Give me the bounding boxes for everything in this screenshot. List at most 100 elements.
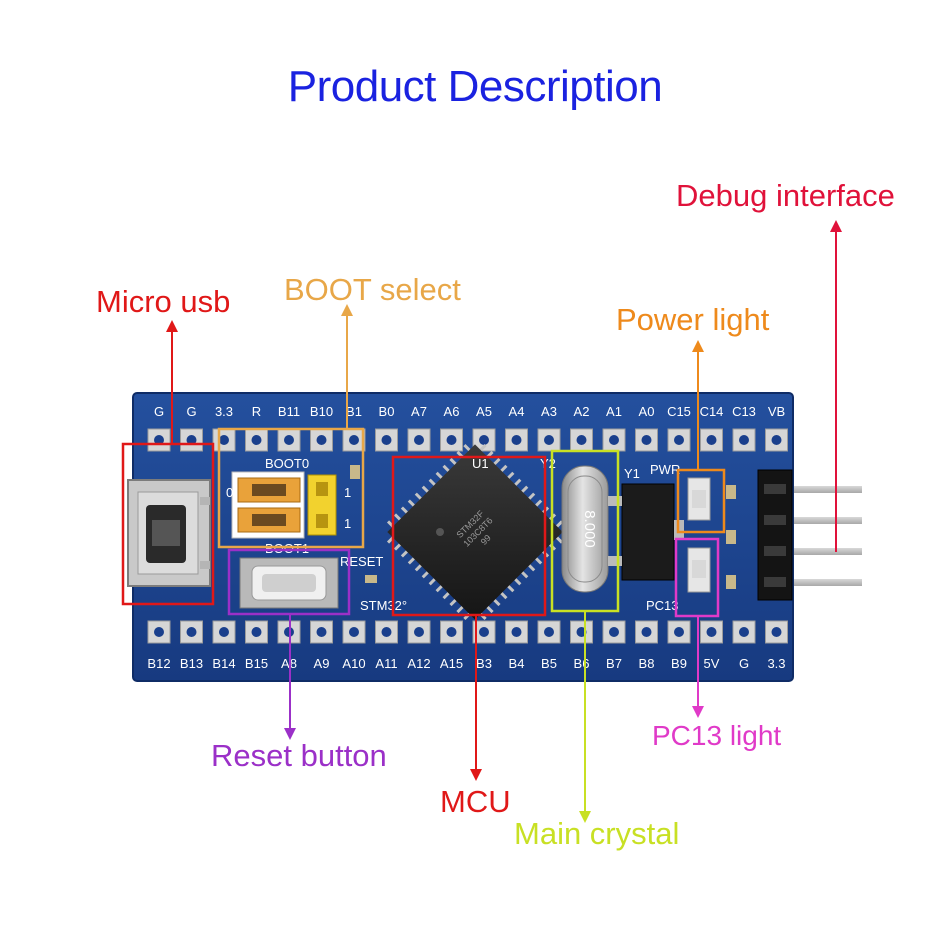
top-pin-label: A7	[411, 404, 427, 419]
silk-jumper-0: 0	[226, 485, 233, 500]
pin-hole	[381, 435, 392, 445]
callout-reset-button: Reset button	[211, 738, 387, 773]
pin-hole	[186, 627, 197, 637]
top-pin-label: G	[186, 404, 196, 419]
top-pin-label: A4	[509, 404, 525, 419]
chip-lead	[407, 499, 416, 508]
chip-lead	[456, 605, 465, 614]
bottom-pin-label: B3	[476, 656, 492, 671]
chip-lead	[435, 584, 444, 593]
bottom-pin-label: B14	[212, 656, 235, 671]
bottom-pin-label: B8	[639, 656, 655, 671]
pin-hole	[446, 435, 457, 445]
chip-lead	[400, 506, 409, 515]
passive-components	[350, 465, 736, 589]
top-pin-label: A0	[639, 404, 655, 419]
pin-hole	[219, 435, 229, 445]
pin-hole	[186, 435, 197, 445]
pin-hole	[739, 435, 749, 445]
power-led	[687, 477, 711, 521]
chip-lead	[414, 492, 423, 501]
pin-hole	[316, 435, 327, 445]
pin-hole	[641, 627, 652, 637]
bottom-pin-label: A11	[375, 656, 397, 671]
bottom-pin-label: A15	[440, 656, 463, 671]
top-pin-label: B1	[346, 404, 362, 419]
top-pin-label: B10	[310, 404, 333, 419]
chip-lead	[393, 513, 402, 522]
callout-micro-usb: Micro usb	[96, 284, 231, 319]
bottom-pin-label: B13	[180, 656, 203, 671]
pin-hole	[674, 627, 684, 637]
pin-hole	[219, 627, 229, 637]
silk-pwr: PWR	[650, 462, 680, 477]
chip-lead	[478, 443, 487, 452]
pin-hole	[479, 627, 489, 637]
page-title: Product Description	[287, 62, 663, 111]
chip-lead	[499, 464, 508, 473]
silk-jumper-1a: 1	[344, 485, 351, 500]
top-pin-label: B11	[278, 404, 300, 419]
silk-y1: Y1	[624, 466, 640, 481]
chip-lead	[414, 563, 423, 572]
bottom-pin-label: B9	[671, 656, 687, 671]
pin-hole	[446, 627, 457, 637]
chip-lead	[400, 549, 409, 558]
bottom-pin-label: 5V	[704, 656, 720, 671]
callout-power-light: Power light	[616, 302, 770, 337]
voltage-regulator	[608, 483, 684, 581]
bottom-pin-label: A12	[407, 656, 430, 671]
debug-header-pins	[790, 486, 862, 586]
pin-hole	[544, 435, 554, 445]
pin-hole	[706, 627, 717, 637]
top-pin-pads	[147, 428, 788, 452]
bottom-pin-label: B5	[541, 656, 557, 671]
bottom-pin-label: B15	[245, 656, 268, 671]
chip-lead	[555, 535, 564, 544]
chip-lead	[428, 577, 437, 586]
reset-button-part	[239, 557, 339, 609]
top-pin-label: A6	[444, 404, 460, 419]
callout-mcu: MCU	[440, 784, 511, 819]
chip-lead	[520, 570, 529, 579]
chip-lead	[527, 492, 536, 501]
chip-lead	[499, 591, 508, 600]
bottom-pin-label: B4	[509, 656, 525, 671]
chip-lead	[534, 556, 543, 565]
chip-lead	[442, 591, 451, 600]
pin-hole	[706, 435, 717, 445]
chip-lead	[492, 457, 501, 466]
chip-lead	[513, 478, 522, 487]
pin-hole	[154, 435, 164, 445]
bottom-pin-label: A10	[342, 656, 365, 671]
pin-hole	[739, 627, 749, 637]
callout-pc13-light: PC13 light	[652, 720, 782, 751]
pin-hole	[154, 627, 164, 637]
pin-hole	[609, 627, 619, 637]
silk-pc13: PC13	[646, 598, 679, 613]
pin-hole	[641, 435, 652, 445]
pin-hole	[674, 435, 684, 445]
top-pin-label: G	[154, 404, 164, 419]
silk-reset: RESET	[340, 554, 383, 569]
chip-lead	[449, 598, 458, 607]
chip-lead	[506, 471, 515, 480]
bottom-pin-label: B12	[147, 656, 170, 671]
crystal-marking: 8.000	[581, 510, 598, 548]
chip-lead	[407, 556, 416, 565]
top-pin-label: B0	[379, 404, 395, 419]
boot-jumpers	[231, 471, 337, 539]
chip-lead	[520, 485, 529, 494]
bottom-pin-label: B6	[574, 656, 590, 671]
chip-lead	[421, 485, 430, 494]
callout-debug-interface: Debug interface	[676, 178, 895, 213]
chip-lead	[442, 464, 451, 473]
silk-boot1: BOOT1	[265, 541, 309, 556]
silk-jumper-1b: 1	[344, 516, 351, 531]
pin-hole	[316, 627, 327, 637]
pc13-led	[687, 547, 711, 593]
pin-hole	[381, 627, 392, 637]
micro-usb-connector	[127, 479, 211, 587]
